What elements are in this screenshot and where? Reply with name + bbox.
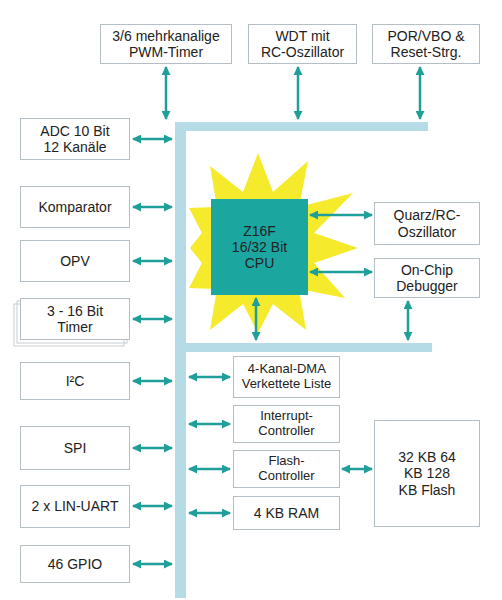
label-word: Flash xyxy=(421,482,455,498)
label-word: POR/VBO xyxy=(387,28,451,44)
box-label: 32 KB 64 KB 128 KB Flash xyxy=(397,449,457,497)
label-word: Z16F xyxy=(243,223,276,239)
peripheral-box: 3/6 mehrkanalige PWM-Timer xyxy=(100,24,232,64)
label-word: 16 xyxy=(67,303,83,319)
label-word: Debugger xyxy=(396,278,458,294)
label-word: 4-Kanal-DMA xyxy=(248,361,325,376)
box-label: POR/VBO & Reset-Strg. xyxy=(376,28,476,60)
label-word: KB xyxy=(399,482,418,498)
bus-bar xyxy=(175,343,432,352)
label-word: ADC xyxy=(40,123,70,139)
label-word: Verkettete xyxy=(242,376,301,391)
label-word: WDT xyxy=(275,28,307,44)
box-label: Interrupt-Controller xyxy=(248,409,326,439)
box-label: Komparator xyxy=(25,199,125,215)
label-word: KB xyxy=(404,465,423,481)
bus-bar xyxy=(175,122,428,131)
peripheral-box: 46 GPIO xyxy=(20,545,130,583)
peripheral-box: I²C xyxy=(20,362,130,400)
peripheral-box: WDT mit RC-Oszillator xyxy=(248,24,357,64)
label-word: 16/32 xyxy=(232,239,267,255)
label-word: I²C xyxy=(66,373,85,389)
cpu-block: Z16F 16/32 Bit CPU xyxy=(211,199,308,295)
label-word: mit xyxy=(311,28,330,44)
label-word: CPU xyxy=(245,255,275,271)
box-label: 4-Kanal-DMA Verkettete Liste xyxy=(235,362,339,392)
label-word: Timer xyxy=(57,319,92,335)
peripheral-box: Flash-Controller xyxy=(233,450,340,488)
label-word: Komparator xyxy=(38,199,111,215)
peripheral-box: 4-Kanal-DMA Verkettete Liste xyxy=(233,356,340,398)
box-label: On-Chip Debugger xyxy=(387,262,467,294)
starburst xyxy=(189,153,358,333)
label-word: Bit xyxy=(87,303,103,319)
label-word: 46 xyxy=(48,556,64,572)
label-word: - xyxy=(59,303,64,319)
label-word: RAM xyxy=(288,505,319,521)
label-word: & xyxy=(455,28,464,44)
label-word: Bit xyxy=(271,239,287,255)
box-label: SPI xyxy=(25,440,125,456)
label-word: LIN-UART xyxy=(54,498,118,514)
connector-arrow xyxy=(342,468,372,471)
peripheral-box: Quarz/RC-Oszillator xyxy=(374,202,480,245)
label-word: x xyxy=(43,498,50,514)
label-word: PWM-Timer xyxy=(129,44,203,60)
peripheral-box: OPV xyxy=(20,240,130,282)
connector-arrow xyxy=(310,271,372,274)
bus-bar xyxy=(175,122,186,598)
peripheral-box: SPI xyxy=(20,426,130,470)
label-word: mehrkanalige xyxy=(136,28,220,44)
label-word: 4 xyxy=(254,505,262,521)
label-word: SPI xyxy=(64,440,87,456)
box-label: 3/6 mehrkanalige PWM-Timer xyxy=(107,28,225,60)
box-label: 46 GPIO xyxy=(25,556,125,572)
label-word: Bit xyxy=(93,123,109,139)
peripheral-box: 2 x LIN-UART xyxy=(20,485,130,528)
connector-arrow xyxy=(310,214,372,217)
label-word: Kanäle xyxy=(63,139,107,155)
label-word: 2 xyxy=(32,498,40,514)
box-label: Flash-Controller xyxy=(248,454,326,484)
label-word: GPIO xyxy=(67,556,102,572)
label-word: 32 xyxy=(398,449,414,465)
peripheral-box: Interrupt-Controller xyxy=(233,405,340,443)
label-word: Reset-Strg. xyxy=(391,44,462,60)
label-word: 64 xyxy=(440,449,456,465)
peripheral-box: 3 - 16 Bit Timer xyxy=(20,298,130,340)
label-word: OPV xyxy=(60,253,90,269)
label-word: 12 xyxy=(43,139,59,155)
peripheral-box: 4 KB RAM xyxy=(233,496,340,530)
box-label: 4 KB RAM xyxy=(237,505,337,521)
box-label: 3 - 16 Bit Timer xyxy=(35,303,115,335)
label-word: KB xyxy=(418,449,437,465)
box-label: ADC 10 Bit 12 Kanäle xyxy=(33,123,117,155)
peripheral-box: On-Chip Debugger xyxy=(374,258,480,298)
memory-box: 32 KB 64 KB 128 KB Flash xyxy=(374,420,480,527)
box-label: Z16F 16/32 Bit CPU xyxy=(228,223,292,271)
label-word: 3/6 xyxy=(112,28,131,44)
peripheral-box: Komparator xyxy=(20,186,130,228)
box-label: I²C xyxy=(25,373,125,389)
box-label: WDT mit RC-Oszillator xyxy=(253,28,353,60)
label-word: Liste xyxy=(304,376,331,391)
box-label: 2 x LIN-UART xyxy=(25,498,125,514)
label-word: KB xyxy=(265,505,284,521)
label-word: 3 xyxy=(47,303,55,319)
label-word: RC-Oszillator xyxy=(261,44,344,60)
box-label: Quarz/RC-Oszillator xyxy=(389,207,465,239)
label-word: 128 xyxy=(427,465,450,481)
box-label: OPV xyxy=(25,253,125,269)
peripheral-box: POR/VBO & Reset-Strg. xyxy=(372,24,480,64)
label-word: On-Chip xyxy=(401,262,453,278)
label-word: 10 xyxy=(74,123,90,139)
peripheral-box: ADC 10 Bit 12 Kanäle xyxy=(20,118,130,160)
